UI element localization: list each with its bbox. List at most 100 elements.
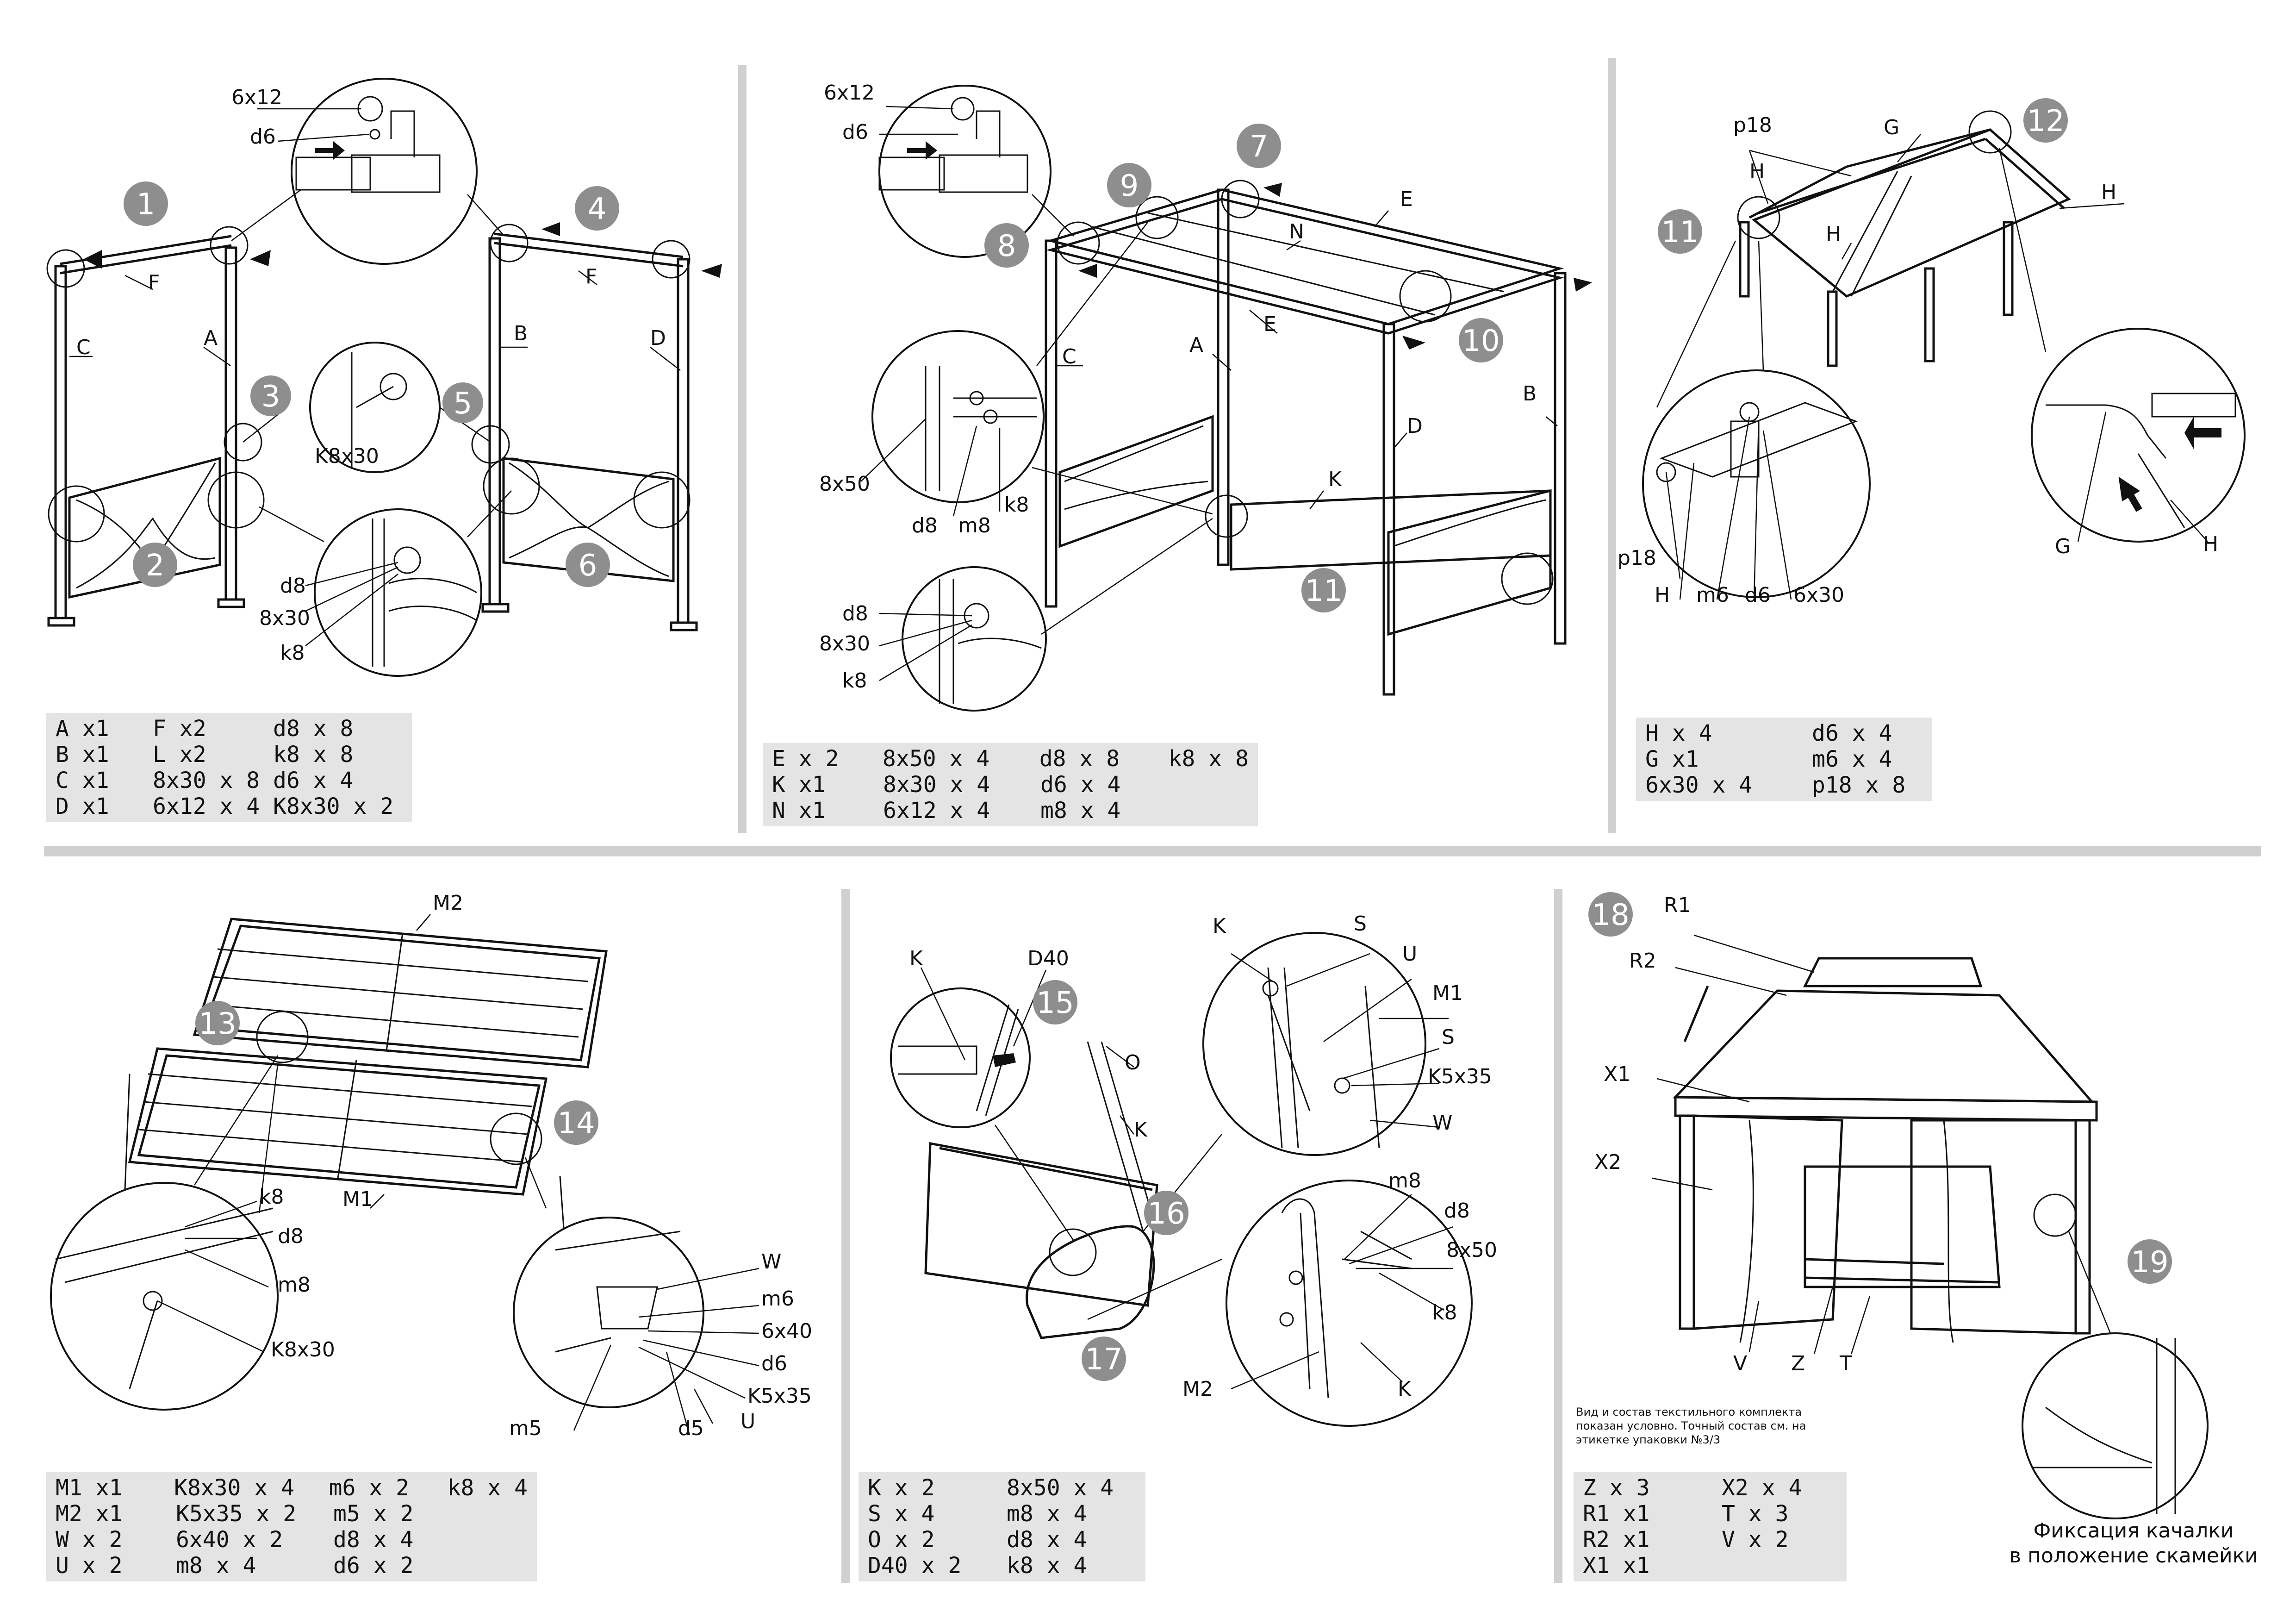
part-cell: T x 3 <box>1722 1501 1789 1527</box>
label-m8: m8 <box>958 514 991 537</box>
label-H-left: H <box>1749 160 1765 183</box>
label-m6: m6 <box>1696 583 1729 607</box>
label-N: N <box>1289 220 1304 244</box>
part-cell: 8x50 x 4 <box>883 746 990 772</box>
label-6x12-2: 6x12 <box>824 81 875 105</box>
zoom-chain-hook <box>1202 932 1426 1156</box>
zoom-8x30 <box>902 566 1047 712</box>
separator-v3 <box>841 889 850 1583</box>
step-badge-13: 13 <box>195 1001 240 1045</box>
section-3-roof <box>1642 110 2246 600</box>
part-cell: M2 x1 <box>56 1501 123 1527</box>
step-badge-6: 6 <box>566 543 610 587</box>
label-6x12: 6x12 <box>231 86 282 109</box>
svg-text:11: 11 <box>1305 574 1342 608</box>
part-cell: C x1 <box>56 768 109 793</box>
svg-text:16: 16 <box>1147 1197 1185 1231</box>
label-K5x35-5: K5x35 <box>1428 1065 1492 1088</box>
part-cell: K8x30 x 4 <box>174 1475 295 1501</box>
part-cell: d6 x 4 <box>1812 720 1892 746</box>
step-badge-11-roof: 11 <box>1658 209 1702 254</box>
step-badge-18: 18 <box>1588 892 1633 937</box>
textile-note-line1: Вид и состав текстильного комплекта <box>1576 1405 1802 1418</box>
label-d8-5: d8 <box>1444 1199 1470 1223</box>
section-5-swing-hanging <box>890 932 1473 1427</box>
label-D-2: D <box>1407 414 1423 438</box>
section-6-gazebo <box>1652 934 2209 1519</box>
step-badge-15: 15 <box>1033 980 1077 1024</box>
part-cell: d8 x 8 <box>1039 746 1120 772</box>
part-cell: d8 x 4 <box>1007 1527 1087 1553</box>
label-G-zoom: G <box>2055 535 2071 558</box>
zoom-spring <box>513 1217 704 1408</box>
label-K-chain: K <box>1134 1118 1148 1142</box>
label-d6-2: d6 <box>842 120 868 144</box>
step-badge-8: 8 <box>984 223 1029 268</box>
part-cell: 6x40 x 2 <box>176 1527 283 1553</box>
part-cell: m6 x 2 <box>329 1475 410 1501</box>
part-cell: S x 4 <box>868 1501 935 1527</box>
caption-line2: в положение скамейки <box>2009 1544 2258 1568</box>
part-cell: d6 x 4 <box>1040 772 1121 798</box>
svg-text:6: 6 <box>579 549 597 583</box>
zoom-seat-bolt <box>50 1182 279 1411</box>
label-k8-2b: k8 <box>842 669 867 693</box>
step-badge-1: 1 <box>124 181 168 226</box>
right-frame <box>481 232 698 631</box>
part-cell: p18 x 8 <box>1812 772 1906 798</box>
part-cell: N x1 <box>772 798 826 824</box>
label-B-2: B <box>1523 382 1537 406</box>
step-badge-9: 9 <box>1107 163 1151 207</box>
part-cell: E x 2 <box>772 746 839 772</box>
step-badge-2: 2 <box>133 543 177 587</box>
label-p18-top: p18 <box>1733 113 1772 137</box>
textile-note-line2: показан условно. Точный состав см. на <box>1576 1419 1806 1432</box>
step-badge-3: 3 <box>250 375 291 416</box>
step-badge-14: 14 <box>554 1100 598 1145</box>
svg-text:3: 3 <box>261 380 280 414</box>
part-cell: m8 x 4 <box>1040 798 1121 824</box>
label-m8-4: m8 <box>278 1273 311 1297</box>
label-H-mid: H <box>1826 222 1841 246</box>
svg-text:19: 19 <box>2131 1245 2168 1280</box>
svg-text:13: 13 <box>199 1007 236 1041</box>
labels: 6x12 d6 F F C A B D K8x30 d8 8x30 k8 6x1… <box>76 81 2218 1440</box>
label-D40: D40 <box>1027 947 1069 970</box>
step-badge-17: 17 <box>1082 1337 1126 1381</box>
swing-lock-caption: Фиксация качалки в положение скамейки <box>2004 1518 2263 1568</box>
part-cell: M1 x1 <box>56 1475 123 1501</box>
label-U-5: U <box>1402 942 1417 966</box>
separator-v4 <box>1554 889 1562 1583</box>
part-cell: 8x30 x 8 <box>153 768 260 793</box>
part-cell: O x 2 <box>868 1527 935 1553</box>
label-M1-5: M1 <box>1432 981 1463 1005</box>
label-k8-5: k8 <box>1432 1301 1457 1324</box>
step-badge-4: 4 <box>575 186 619 231</box>
svg-text:12: 12 <box>2027 104 2064 138</box>
zoom-chain-end <box>890 987 1031 1128</box>
caption-line1: Фиксация качалки <box>2033 1519 2234 1543</box>
section-4-seat-frames <box>50 914 759 1436</box>
label-F-left: F <box>148 271 160 294</box>
label-A-2: A <box>1189 333 1203 357</box>
svg-text:7: 7 <box>1250 130 1269 164</box>
part-cell: X2 x 4 <box>1722 1475 1802 1501</box>
label-k8-2a: k8 <box>1004 493 1029 517</box>
part-cell: K x1 <box>772 772 826 798</box>
part-cell: k8 x 8 <box>1168 746 1249 772</box>
label-U: U <box>740 1410 755 1433</box>
label-8x50: 8x50 <box>819 472 870 496</box>
label-K-2: K <box>1328 468 1342 491</box>
svg-text:18: 18 <box>1592 898 1629 932</box>
label-X2: X2 <box>1594 1150 1621 1174</box>
label-k8-4: k8 <box>259 1185 284 1209</box>
svg-text:10: 10 <box>1462 324 1500 358</box>
label-D: D <box>650 326 666 350</box>
zoom-bottom-bolt <box>314 508 482 677</box>
part-cell: k8 x 4 <box>1007 1553 1087 1579</box>
part-cell: k8 x 8 <box>273 742 354 768</box>
label-R1: R1 <box>1664 893 1691 917</box>
label-m6-4: m6 <box>761 1287 794 1311</box>
label-k8: k8 <box>280 641 305 665</box>
label-d8-2a: d8 <box>912 514 938 537</box>
